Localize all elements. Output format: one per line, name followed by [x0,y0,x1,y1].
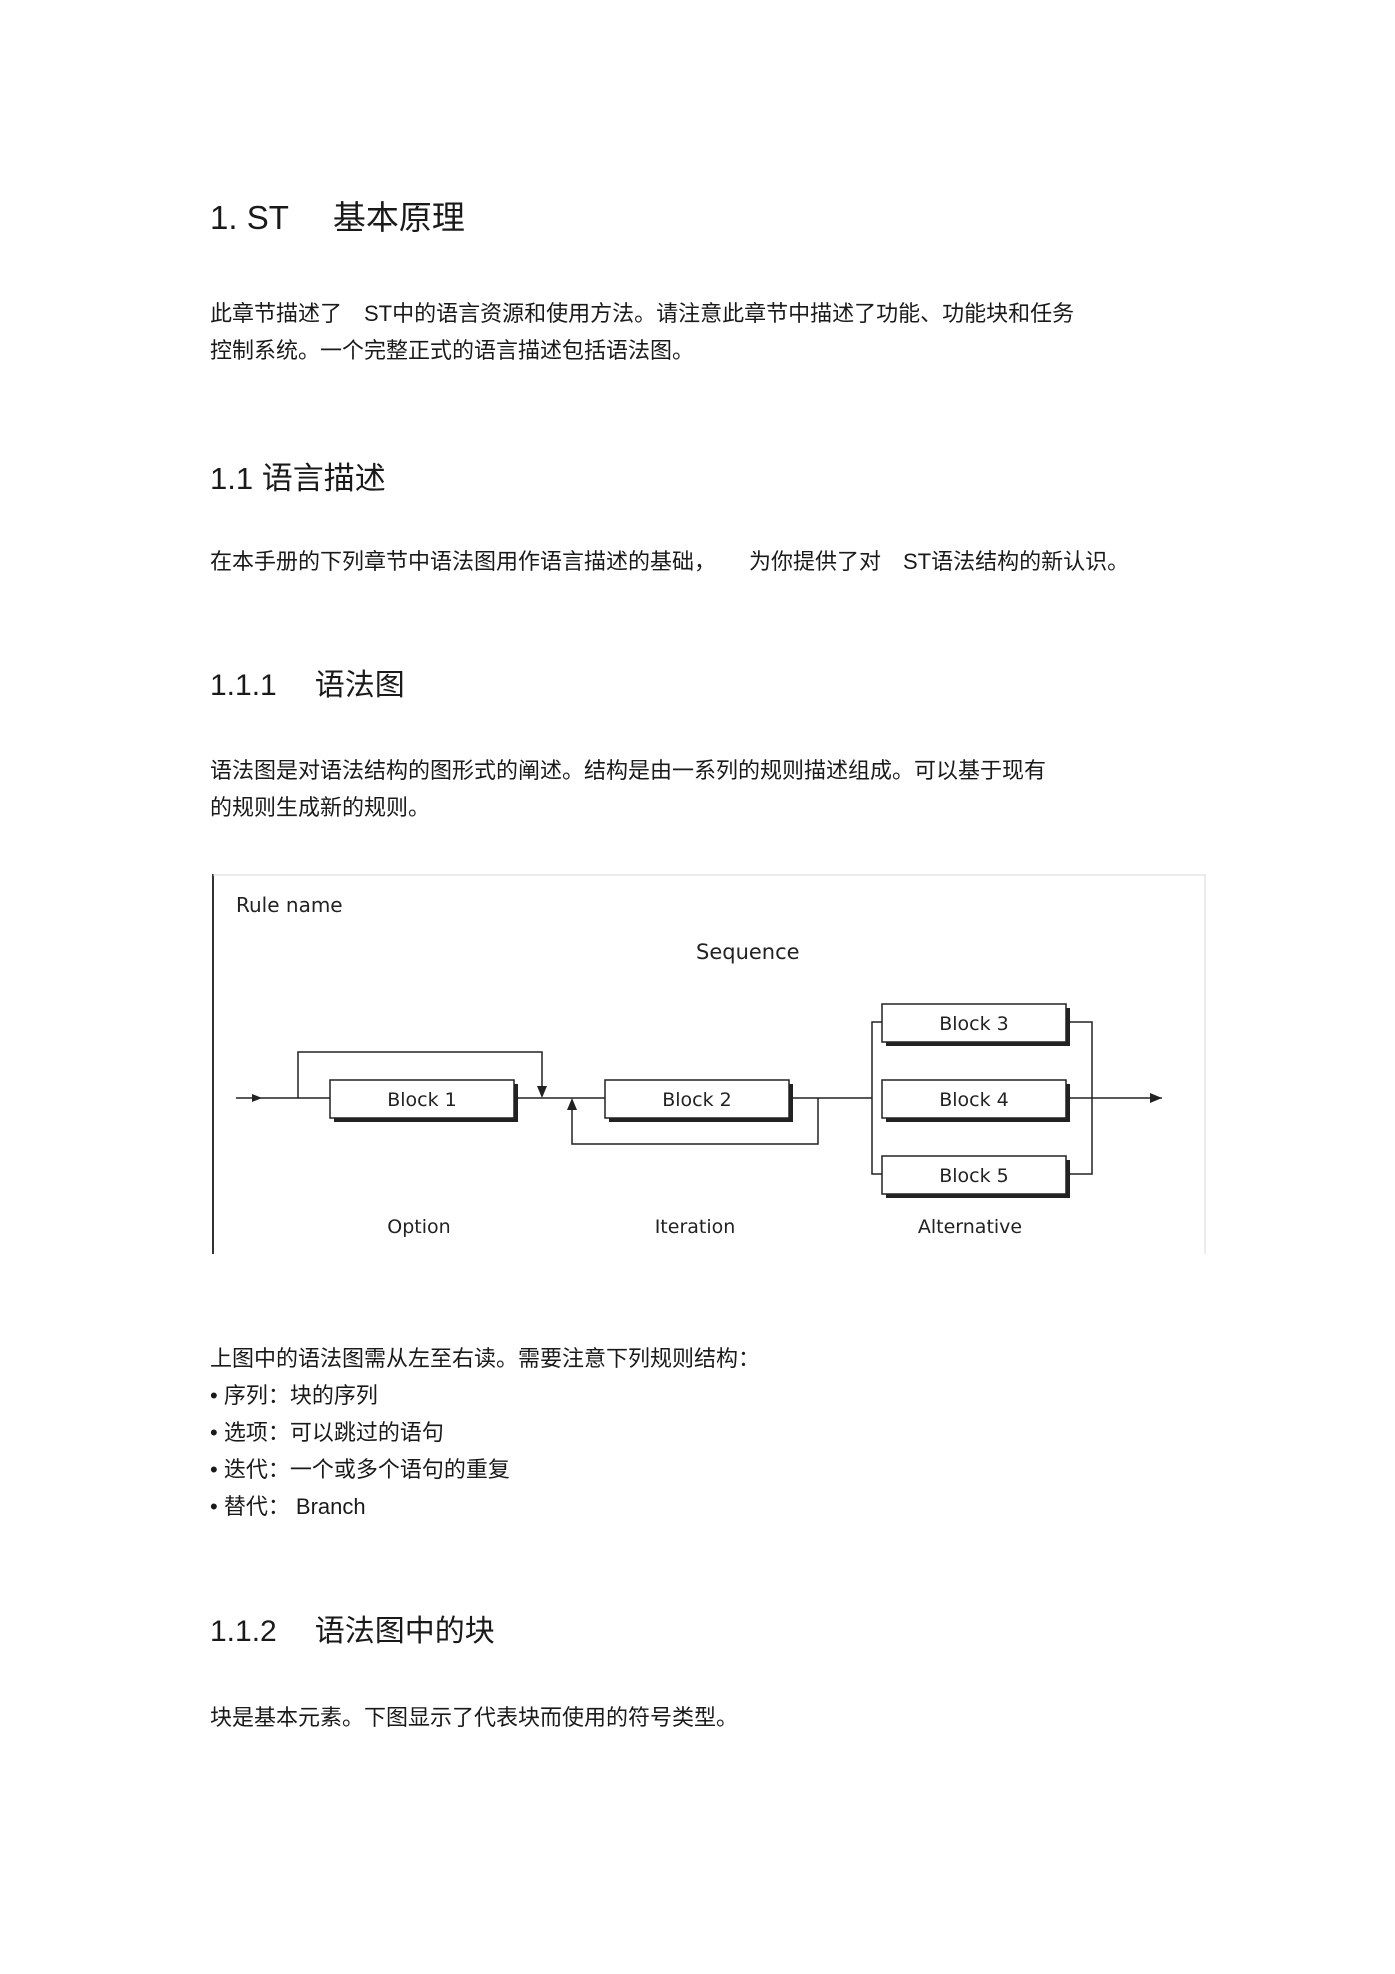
list-item: • 选项：可以跳过的语句 [210,1420,444,1445]
section-1-1-1-number: 1.1.1 [210,669,277,702]
section-1-1-1-heading: 1.1.1 语法图 [210,666,405,706]
block-1: Block 1 [329,1079,518,1122]
block-4-label: Block 4 [939,1089,1009,1111]
block-1-label: Block 1 [387,1089,457,1111]
section-1-number: 1. ST [210,199,289,236]
block-5-label: Block 5 [939,1165,1009,1187]
block-2-label: Block 2 [662,1089,732,1111]
block-3: Block 3 [881,1003,1070,1046]
rule-name-label: Rule name [236,893,343,917]
syntax-diagram: Rule name Sequence Block 1 Bloc [212,874,1206,1254]
section-1-1-2-body: 块是基本元素。下图显示了代表块而使用的符号类型。 [210,1699,1210,1736]
rule-structure-list: 上图中的语法图需从左至右读。需要注意下列规则结构： • 序列：块的序列 • 选项… [210,1340,760,1525]
section-1-1-2-title: 语法图中的块 [314,1615,495,1648]
section-1-intro-line-1: 此章节描述了 ST中的语言资源和使用方法。请注意此章节中描述了功能、功能块和任务 [210,301,1075,326]
option-label: Option [387,1216,450,1238]
section-1-1-body: 在本手册的下列章节中语法图用作语言描述的基础， 为你提供了对 ST语法结构的新认… [210,543,1210,580]
alternative-label: Alternative [918,1216,1022,1238]
section-1-1-1-body-line-2: 的规则生成新的规则。 [210,795,431,820]
section-1-title: 基本原理 [332,199,465,236]
block-2: Block 2 [604,1079,793,1122]
iteration-label: Iteration [655,1216,736,1238]
rule-structure-intro: 上图中的语法图需从左至右读。需要注意下列规则结构： [210,1346,761,1371]
sequence-label: Sequence [696,940,800,964]
block-5: Block 5 [881,1155,1070,1198]
list-item: • 迭代：一个或多个语句的重复 [210,1457,510,1482]
list-item: • 替代： Branch [210,1494,366,1519]
section-1-1-2-body-line: 块是基本元素。下图显示了代表块而使用的符号类型。 [210,1705,739,1730]
section-1-heading: 1. ST 基本原理 [210,196,465,240]
section-1-1-2-heading: 1.1.2 语法图中的块 [210,1612,495,1652]
block-3-label: Block 3 [939,1013,1009,1035]
section-1-intro-line-2: 控制系统。一个完整正式的语言描述包括语法图。 [210,338,695,363]
section-1-1-body-line: 在本手册的下列章节中语法图用作语言描述的基础， 为你提供了对 ST语法结构的新认… [210,549,1130,574]
section-1-1-1-body-line-1: 语法图是对语法结构的图形式的阐述。结构是由一系列的规则描述组成。可以基于现有 [210,758,1047,783]
section-1-1-1-title: 语法图 [314,669,405,702]
block-4: Block 4 [881,1079,1070,1122]
section-1-1-2-number: 1.1.2 [210,1615,277,1648]
section-1-intro: 此章节描述了 ST中的语言资源和使用方法。请注意此章节中描述了功能、功能块和任务… [210,295,1210,369]
section-1-1-1-body: 语法图是对语法结构的图形式的阐述。结构是由一系列的规则描述组成。可以基于现有 的… [210,752,1210,826]
list-item: • 序列：块的序列 [210,1383,378,1408]
section-1-1-heading: 1.1 语言描述 [210,461,386,496]
